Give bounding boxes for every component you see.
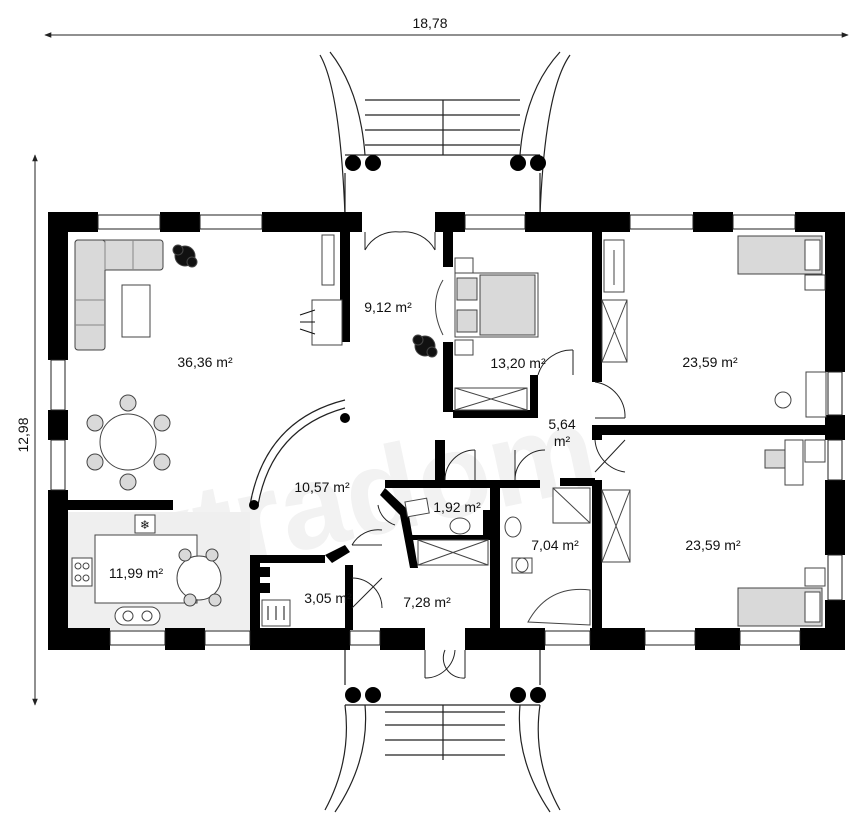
- room-label-bedroom-ne: 23,59 m²: [682, 354, 738, 370]
- bed-icon: [737, 235, 826, 291]
- room-label-living: 36,36 m²: [177, 354, 233, 370]
- furniture: ❄: [71, 234, 827, 627]
- room-label-bedroom-se: 23,59 m²: [685, 537, 741, 553]
- bathroom-fixtures: [504, 487, 591, 626]
- width-label: 18,78: [412, 15, 447, 31]
- dimension-height: 12,98: [15, 154, 38, 706]
- room-label-bedroom-master: 13,20 m²: [490, 355, 546, 371]
- wardrobe-icon: [601, 239, 628, 363]
- wc-fixtures: [404, 497, 489, 566]
- room-label-hall-center: 10,57 m²: [294, 479, 350, 495]
- plant-icon: [172, 244, 198, 268]
- column-dot: [340, 413, 350, 423]
- bottom-stairs: [324, 645, 561, 813]
- boiler-icon: [261, 599, 291, 627]
- top-stairs: [319, 51, 571, 216]
- dining-table-icon: [86, 394, 171, 491]
- room-label-boiler: 3,05 m²: [304, 590, 352, 606]
- bed-icon: [737, 567, 826, 627]
- interior-walls: [68, 232, 845, 630]
- room-label-hall-upper: 9,12 m²: [364, 299, 412, 315]
- svg-text:❄: ❄: [140, 518, 150, 532]
- doors: [249, 231, 626, 679]
- dimension-width: 18,78: [44, 15, 849, 38]
- height-label: 12,98: [15, 417, 31, 452]
- room-label-kitchen: 11,99 m²: [109, 565, 164, 581]
- plant-icon: [412, 334, 438, 358]
- room-label-corridor-unit: m²: [554, 433, 571, 449]
- windows: [50, 214, 843, 646]
- room-label-corridor: 5,64: [548, 416, 575, 432]
- column-dot: [249, 500, 259, 510]
- fireplace-icon: [299, 234, 343, 346]
- sofa-icon: [74, 239, 164, 351]
- desk-icon: [764, 439, 826, 486]
- wardrobe-icon: [601, 489, 631, 563]
- bed-icon: [435, 257, 539, 356]
- room-label-bathroom: 7,04 m²: [531, 537, 579, 553]
- desk-icon: [774, 371, 827, 418]
- wardrobe-icon: [454, 387, 528, 411]
- room-label-wc: 1,92 m²: [433, 499, 481, 515]
- room-label-entrance: 7,28 m²: [403, 594, 451, 610]
- kitchen-table-icon: ❄: [71, 514, 222, 626]
- room-labels: 36,36 m² 9,12 m² 13,20 m² 23,59 m² 5,64 …: [109, 299, 741, 610]
